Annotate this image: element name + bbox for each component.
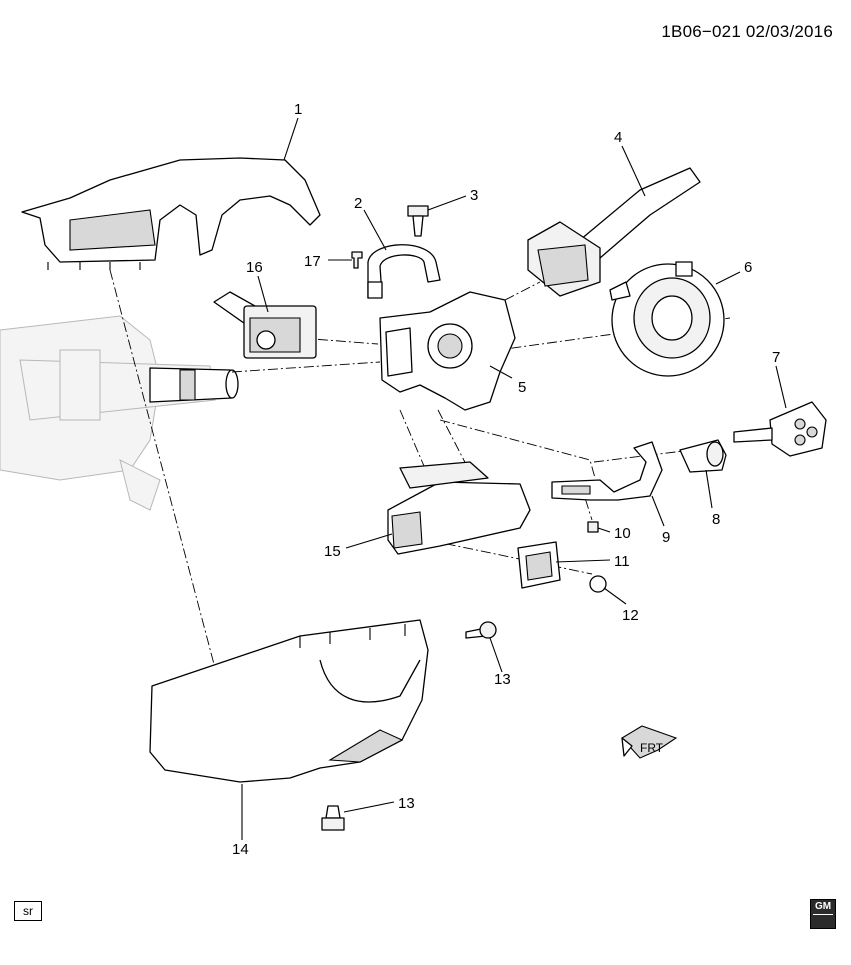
callout-3: 3 xyxy=(470,187,478,204)
callout-11: 11 xyxy=(614,553,630,570)
callout-7: 7 xyxy=(772,349,780,366)
callout-13-lower: 13 xyxy=(398,795,415,812)
ignition-lock-cylinder-part xyxy=(679,439,727,473)
callout-12: 12 xyxy=(622,607,639,624)
strap-bracket-part xyxy=(367,244,441,299)
callout-16: 16 xyxy=(246,259,263,276)
callout-14: 14 xyxy=(232,841,249,858)
diagram-reference-code: 1B06−021 02/03/2016 xyxy=(661,22,833,41)
callout-2: 2 xyxy=(354,195,362,212)
callout-9: 9 xyxy=(662,529,670,546)
clockspring-coil-part xyxy=(609,261,725,377)
callout-numbers: 1 2 3 4 5 6 7 8 9 10 11 12 13 13 14 15 1… xyxy=(232,101,780,858)
screw-part-3 xyxy=(407,205,429,237)
wiper-switch-part xyxy=(213,291,317,359)
ignition-switch-module-part xyxy=(387,461,531,555)
front-direction-arrow: FRT xyxy=(621,725,678,759)
bolt-part-13-lower xyxy=(321,805,345,831)
callout-17: 17 xyxy=(304,253,321,270)
column-housing-part xyxy=(379,291,516,411)
screw-part-10 xyxy=(587,521,599,533)
callout-8: 8 xyxy=(712,511,720,528)
callout-15: 15 xyxy=(324,543,341,560)
steering-column-ghost xyxy=(0,315,216,511)
callout-10: 10 xyxy=(614,525,631,542)
gm-logo: GM xyxy=(810,899,836,929)
front-arrow-label: FRT xyxy=(640,741,664,755)
steering-shaft xyxy=(149,367,239,403)
callout-13-upper: 13 xyxy=(494,671,511,688)
upper-trim-cover-part xyxy=(21,157,321,270)
callout-5: 5 xyxy=(518,379,526,396)
connector-part-11 xyxy=(517,541,561,589)
gm-logo-text: GM xyxy=(814,901,832,912)
sr-label-box: sr xyxy=(14,901,42,921)
ignition-housing-bracket-part xyxy=(551,441,663,501)
callout-6: 6 xyxy=(744,259,752,276)
washer-part-12 xyxy=(589,575,607,593)
lower-trim-cover-part xyxy=(149,619,429,783)
bolt-part-13-upper xyxy=(465,621,497,639)
key-fob-part xyxy=(733,401,827,457)
turn-signal-switch-part xyxy=(527,167,701,297)
callout-leaders xyxy=(241,117,787,840)
relation-lines xyxy=(109,269,731,721)
fastener-part-17 xyxy=(351,251,363,269)
callout-1: 1 xyxy=(294,101,302,118)
callout-4: 4 xyxy=(614,129,622,146)
